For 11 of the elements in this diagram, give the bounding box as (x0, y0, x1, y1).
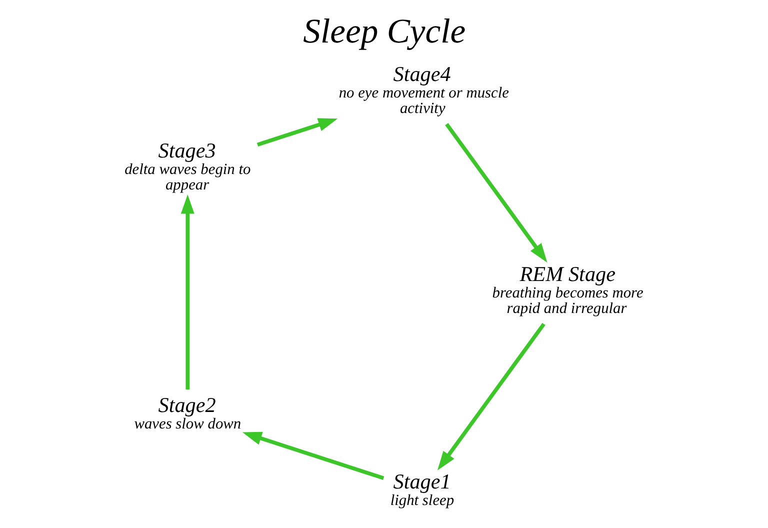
node-text: Stage1 light sleep (390, 470, 454, 510)
arrow (445, 122, 548, 263)
arrow (437, 322, 546, 470)
node-text: Stage4 no eye movement or muscle activity (338, 62, 509, 118)
node-text: Stage3 delta waves begin to appear (124, 138, 251, 194)
node-text: REM Stage breathing becomes more rapid and irregular (492, 262, 644, 317)
diagram-title: Sleep Cycle (303, 12, 466, 51)
arrow (256, 118, 338, 147)
arrow (242, 432, 384, 480)
arrow (180, 194, 194, 390)
node-text: Stage2 waves slow down (134, 393, 242, 433)
